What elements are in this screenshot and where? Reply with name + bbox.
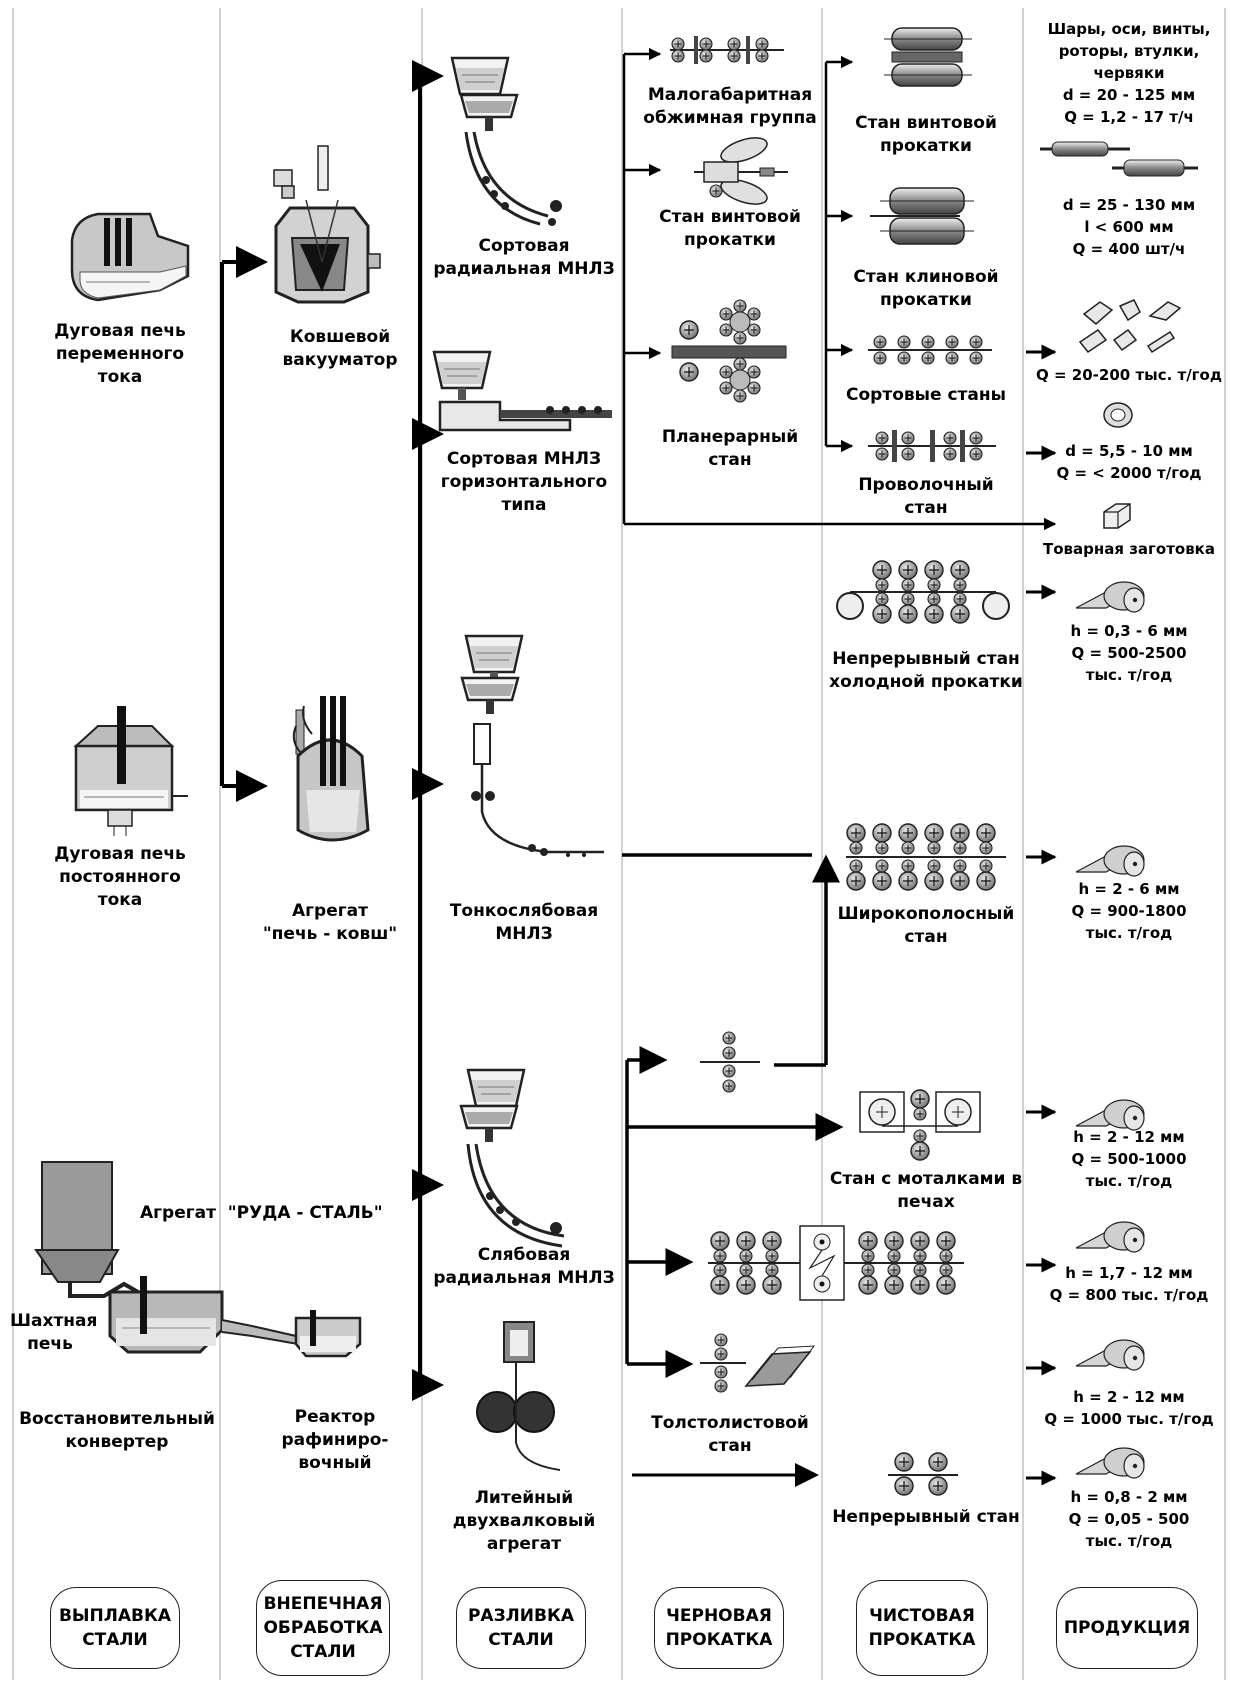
dc-furnace-label: Дуговая печь постоянного тока [54, 844, 186, 910]
ladle-furnace-icon [292, 696, 370, 842]
product-7-text: h = 2 - 6 мм Q = 900-1800 тыс. т/год [1071, 880, 1187, 942]
slab-radial-label: Слябовая радиальная МНЛЗ [433, 1245, 615, 1288]
product-4-text: d = 5,5 - 10 мм Q = < 2000 т/год [1056, 442, 1202, 482]
ore-steel-unit-icon [34, 1161, 362, 1358]
shaft-furnace-label: Шахтная печь [10, 1311, 98, 1354]
stage-rough-rolling: ЧЕРНОВАЯ ПРОКАТКА [654, 1587, 784, 1669]
section-mill-label: Сортовые станы [846, 385, 1006, 405]
ladle-furnace-label: Агрегат "печь - ковш" [262, 901, 398, 944]
billet-horizontal-caster-icon [432, 350, 612, 432]
slab-radial-caster-icon [459, 1068, 565, 1248]
plate-mill-icon [700, 1333, 816, 1393]
ore-steel-label: Агрегат "РУДА - СТАЛЬ" [140, 1203, 383, 1223]
rough-stand-icon [700, 1031, 760, 1093]
multi-stand-mill-icon [708, 1225, 964, 1301]
steckel-mill-label: Стан с моталками в печах [829, 1169, 1023, 1212]
compact-group-label: Малогабаритная обжимная группа [643, 85, 817, 128]
thin-slab-caster-icon [460, 634, 604, 857]
refining-reactor-label: Реактор рафиниро- вочный [281, 1407, 389, 1473]
thin-slab-label: Тонкослябовая МНЛЗ [449, 901, 599, 944]
wedge-mill-icon [870, 187, 974, 245]
twin-roll-caster-icon [476, 1321, 561, 1471]
product-8-text: h = 2 - 12 мм Q = 500-1000 тыс. т/год [1071, 1128, 1187, 1190]
flow-lines [220, 47, 1057, 1487]
planetary-mill-icon [671, 299, 787, 403]
billet-radial-label: Сортовая радиальная МНЛЗ [433, 236, 615, 279]
continuous-mill-label: Непрерывный стан [832, 1507, 1020, 1527]
product-5-text: Товарная заготовка [1042, 540, 1215, 558]
sections-product-icon [1078, 299, 1182, 354]
stage-secondary-treatment: ВНЕПЕЧНАЯ ОБРАБОТКА СТАЛИ [256, 1580, 390, 1676]
dc-arc-furnace-icon [73, 706, 188, 836]
compact-group-icon [670, 36, 784, 64]
plate-mill-label: Толстолистовой стан [651, 1413, 809, 1456]
section-mill-icon [868, 335, 992, 365]
finish-helical-mill-icon [884, 27, 972, 87]
billet-product-icon [1103, 503, 1131, 529]
stage-casting: РАЗЛИВКА СТАЛИ [456, 1587, 586, 1669]
wire-mill-icon [868, 430, 996, 462]
product-9-text: h = 1,7 - 12 мм Q = 800 тыс. т/год [1049, 1264, 1209, 1304]
stage-products: ПРОДУКЦИЯ [1056, 1587, 1198, 1669]
ladle-vacuum-icon [273, 145, 381, 304]
ac-arc-furnace-icon [70, 212, 190, 302]
billet-horizontal-label: Сортовая МНЛЗ горизонтального типа [440, 449, 608, 515]
product-10-text: h = 2 - 12 мм Q = 1000 тыс. т/год [1044, 1388, 1214, 1428]
shaft-product-icon [1040, 141, 1198, 177]
continuous-mill-icon [888, 1452, 958, 1496]
rough-helical-label: Стан винтовой прокатки [659, 207, 801, 250]
finish-helical-label: Стан винтовой прокатки [855, 113, 997, 156]
wide-strip-label: Широкополосный стан [837, 904, 1015, 947]
steckel-mill-icon [859, 1089, 981, 1161]
twin-roll-label: Литейный двухвалковый агрегат [452, 1488, 596, 1554]
wedge-mill-label: Стан клиновой прокатки [853, 267, 999, 310]
stage-finish-rolling: ЧИСТОВАЯ ПРОКАТКА [856, 1580, 988, 1676]
product-11-text: h = 0,8 - 2 мм Q = 0,05 - 500 тыс. т/год [1068, 1488, 1190, 1550]
coil-product-icons [1075, 581, 1145, 1479]
product-2-text: d = 25 - 130 мм l < 600 мм Q = 400 шт/ч [1062, 196, 1196, 258]
tube-product-icon [1103, 402, 1133, 428]
reducing-converter-label: Восстановительный конвертер [19, 1409, 215, 1452]
planetary-label: Планерарный стан [661, 427, 799, 470]
ladle-vacuum-label: Ковшевой вакууматор [282, 327, 398, 370]
product-6-text: h = 0,3 - 6 мм Q = 500-2500 тыс. т/год [1070, 622, 1188, 684]
cold-mill-icon [836, 560, 1010, 624]
wire-mill-label: Проволочный стан [858, 475, 994, 518]
billet-radial-caster-icon [450, 56, 562, 226]
product-3-text: Q = 20-200 тыс. т/год [1036, 366, 1222, 384]
wide-strip-mill-icon [846, 823, 1006, 891]
ac-furnace-label: Дуговая печь переменного тока [54, 321, 186, 387]
cold-mill-label: Непрерывный стан холодной прокатки [829, 649, 1023, 692]
product-1-text: Шары, оси, винты, роторы, втулки, червяк… [1047, 20, 1211, 126]
stage-smelting: ВЫПЛАВКА СТАЛИ [50, 1587, 180, 1669]
rough-helical-mill-icon [694, 137, 788, 205]
